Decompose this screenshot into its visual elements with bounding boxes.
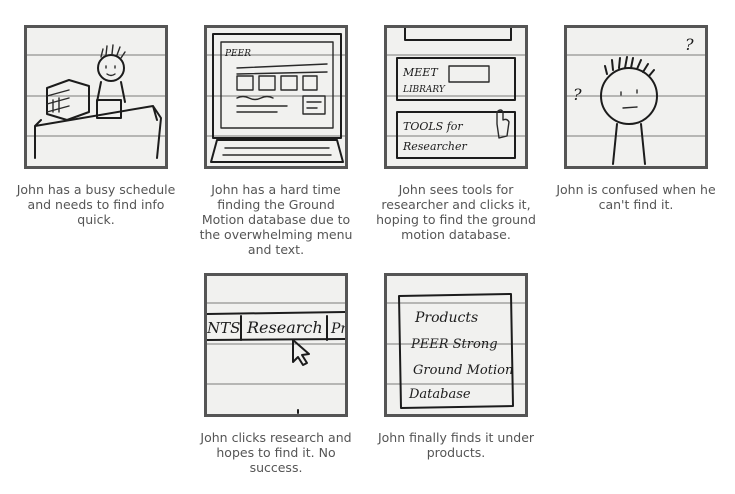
storyboard-frame-1 (24, 25, 168, 169)
caption-frame-6: John finally finds it under products. (377, 430, 535, 460)
storyboard-frame-6: Products PEER Strong Ground Motion Datab… (384, 273, 528, 417)
caption-frame-4: John is confused when he can't find it. (556, 182, 716, 212)
question-mark-right: ? (685, 35, 694, 54)
sketch-label-library: LIBRARY (402, 85, 446, 95)
caption-frame-2: John has a hard time finding the Ground … (199, 182, 353, 257)
caption-frame-3: John sees tools for researcher and click… (376, 182, 536, 242)
sketch-label-database: Database (408, 387, 471, 402)
sketch-label-nts: NTS (207, 319, 240, 337)
sketch-label-peer: PEER (224, 49, 251, 59)
sketch-label-pr: Pr (330, 321, 345, 337)
storyboard-frame-2: PEER (204, 25, 348, 169)
question-mark-left: ? (573, 85, 582, 104)
sketch-label-meet: MEET (402, 66, 439, 79)
sketch-crowded-website: PEER (207, 33, 345, 163)
caption-frame-1: John has a busy schedule and needs to fi… (16, 182, 176, 227)
caption-frame-5: John clicks research and hopes to find i… (200, 430, 352, 475)
sketch-label-peer-strong: PEER Strong (410, 337, 498, 352)
sketch-label-ground-motion: Ground Motion (413, 363, 513, 378)
sketch-busy-desk (27, 44, 165, 159)
sketch-label-research: Research (246, 318, 323, 337)
sketch-research-tab: NTS Research Pr (207, 302, 345, 414)
storyboard-frame-5: NTS Research Pr (204, 273, 348, 417)
sketch-label-tools: TOOLS for (403, 120, 463, 133)
sketch-label-researcher: Researcher (402, 140, 468, 153)
sketch-tools-menu: MEET LIBRARY TOOLS for Researcher (387, 28, 525, 159)
storyboard-frame-3: MEET LIBRARY TOOLS for Researcher (384, 25, 528, 169)
sketch-label-products: Products (414, 310, 478, 326)
sketch-confused-john: ? ? (567, 35, 705, 165)
storyboard-frame-4: ? ? (564, 25, 708, 169)
sketch-products-menu: Products PEER Strong Ground Motion Datab… (387, 293, 525, 409)
